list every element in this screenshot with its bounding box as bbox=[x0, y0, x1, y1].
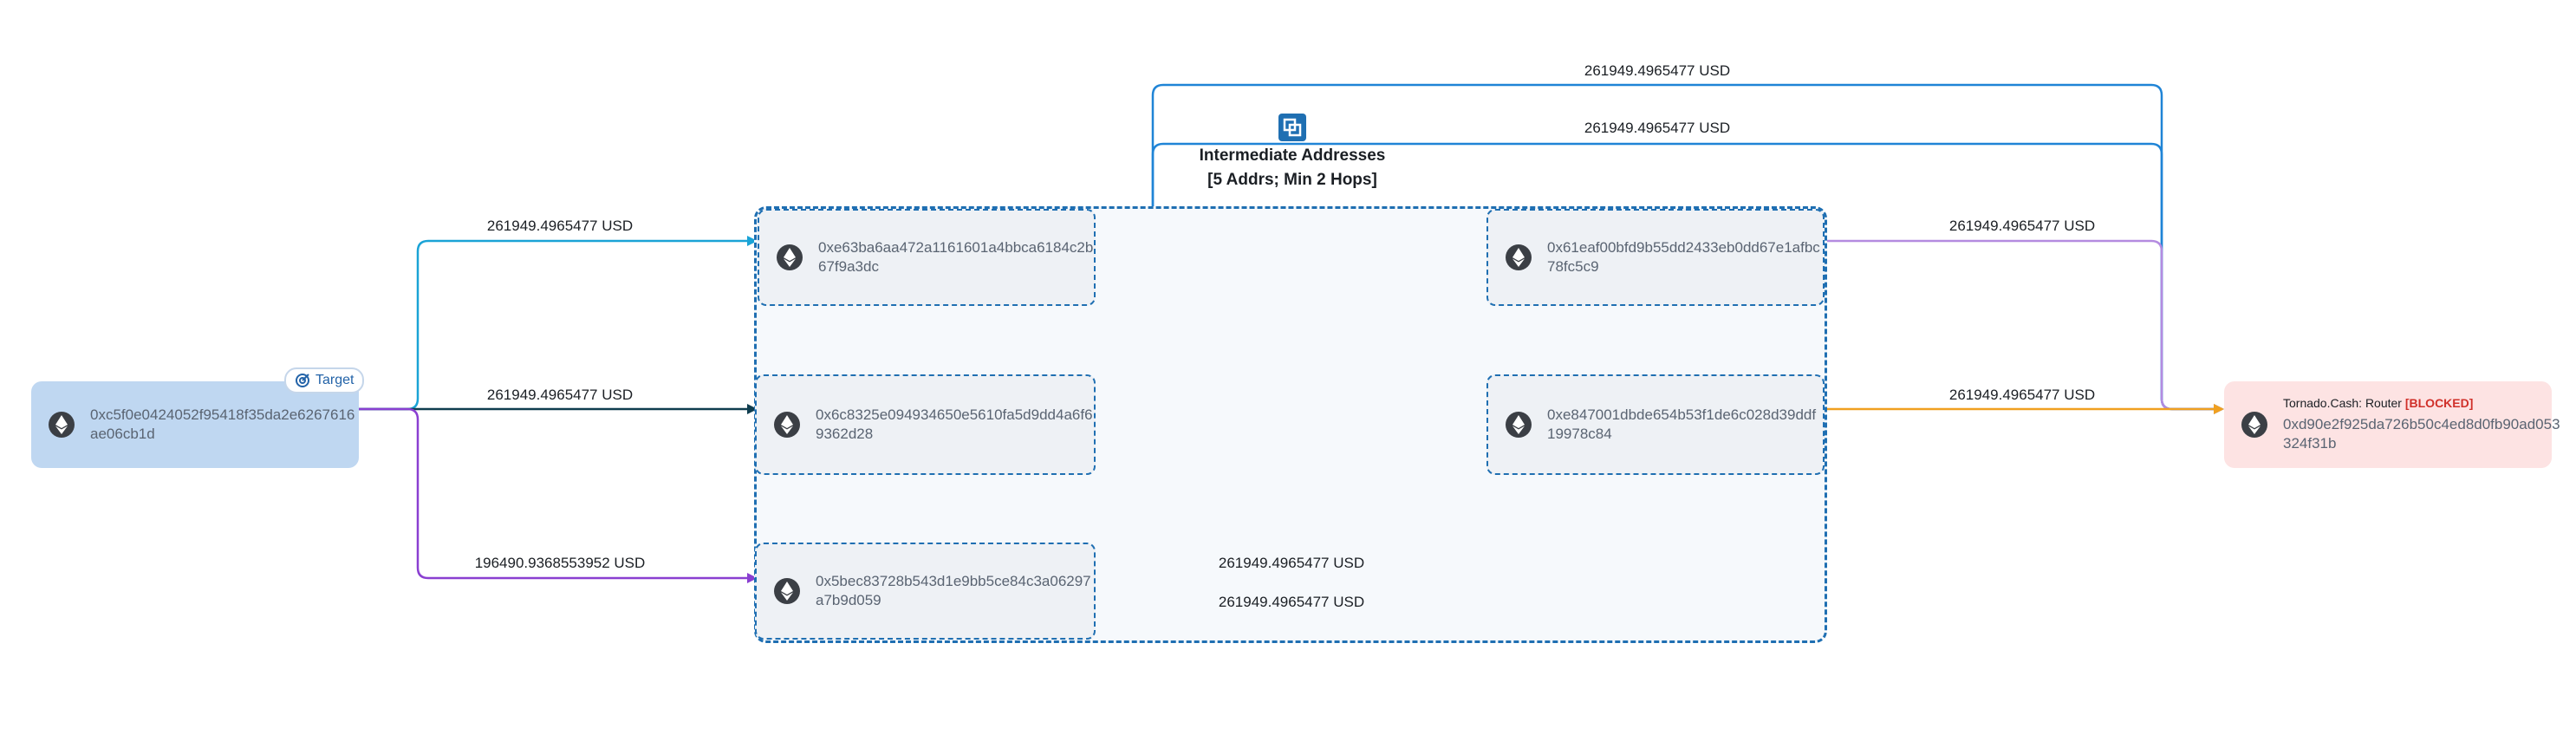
destination-name: Tornado.Cash: Router bbox=[2283, 396, 2402, 410]
destination-text: Tornado.Cash: Router [BLOCKED] 0xd90e2f9… bbox=[2283, 396, 2560, 453]
ethereum-icon bbox=[777, 244, 803, 270]
edge-label-2: 261949.4965477 USD bbox=[486, 387, 634, 403]
edge-label-7: 261949.4965477 USD bbox=[1218, 594, 1365, 610]
intermediate-node-4[interactable]: 0x61eaf00bfd9b55dd2433eb0dd67e1afbc78fc5… bbox=[1486, 209, 1825, 306]
node-address: 0xe63ba6aa472a1161601a4bbca6184c2b67f9a3… bbox=[818, 239, 1094, 275]
edge-label-9: 261949.4965477 USD bbox=[1948, 387, 2096, 403]
group-icon bbox=[1278, 113, 1307, 146]
edge-3 bbox=[359, 407, 758, 583]
edge-1 bbox=[359, 236, 758, 411]
destination-node[interactable]: Tornado.Cash: Router [BLOCKED] 0xd90e2f9… bbox=[2224, 381, 2560, 468]
ethereum-icon bbox=[774, 412, 800, 438]
intermediate-node-5[interactable]: 0xe847001dbde654b53f1de6c028d39ddf19978c… bbox=[1486, 374, 1825, 475]
edge-label-1: 261949.4965477 USD bbox=[486, 218, 634, 234]
edge-label-6: 261949.4965477 USD bbox=[1218, 555, 1365, 571]
target-address: 0xc5f0e0424052f95418f35da2e6267616ae06cb… bbox=[90, 406, 355, 442]
node-address: 0x61eaf00bfd9b55dd2433eb0dd67e1afbc78fc5… bbox=[1547, 239, 1820, 275]
blocked-badge: [BLOCKED] bbox=[2404, 396, 2474, 410]
node-address: 0xe847001dbde654b53f1de6c028d39ddf19978c… bbox=[1547, 406, 1817, 442]
edge-label-8: 261949.4965477 USD bbox=[1948, 218, 2096, 234]
intermediate-node-2[interactable]: 0x6c8325e094934650e5610fa5d9dd4a6f69362d… bbox=[755, 374, 1096, 475]
target-tag: Target bbox=[284, 367, 365, 393]
edge-8 bbox=[1825, 239, 2224, 414]
edge-label-3: 196490.9368553952 USD bbox=[474, 555, 646, 571]
group-title: Intermediate Addresses [5 Addrs; Min 2 H… bbox=[1200, 144, 1386, 192]
edge-label-5: 261949.4965477 USD bbox=[1584, 120, 1731, 136]
target-node[interactable]: 0xc5f0e0424052f95418f35da2e6267616ae06cb… bbox=[31, 381, 359, 468]
ethereum-icon bbox=[774, 578, 800, 604]
ethereum-icon bbox=[1506, 244, 1532, 270]
target-icon bbox=[296, 374, 309, 387]
node-address: 0x5bec83728b543d1e9bb5ce84c3a06297a7b9d0… bbox=[816, 573, 1091, 608]
group-title-text: Intermediate Addresses bbox=[1199, 146, 1386, 165]
ethereum-icon bbox=[49, 412, 75, 438]
ethereum-icon bbox=[1506, 412, 1532, 438]
intermediate-node-3[interactable]: 0x5bec83728b543d1e9bb5ce84c3a06297a7b9d0… bbox=[755, 543, 1096, 640]
edge-label-4: 261949.4965477 USD bbox=[1584, 62, 1731, 79]
node-address: 0x6c8325e094934650e5610fa5d9dd4a6f69362d… bbox=[816, 406, 1093, 442]
destination-title: Tornado.Cash: Router [BLOCKED] bbox=[2283, 396, 2560, 410]
group-subtitle: [5 Addrs; Min 2 Hops] bbox=[1207, 171, 1377, 189]
intermediate-node-1[interactable]: 0xe63ba6aa472a1161601a4bbca6184c2b67f9a3… bbox=[758, 209, 1096, 306]
ethereum-icon bbox=[2241, 412, 2267, 438]
destination-address: 0xd90e2f925da726b50c4ed8d0fb90ad053324f3… bbox=[2283, 416, 2560, 452]
target-tag-label: Target bbox=[315, 373, 355, 387]
